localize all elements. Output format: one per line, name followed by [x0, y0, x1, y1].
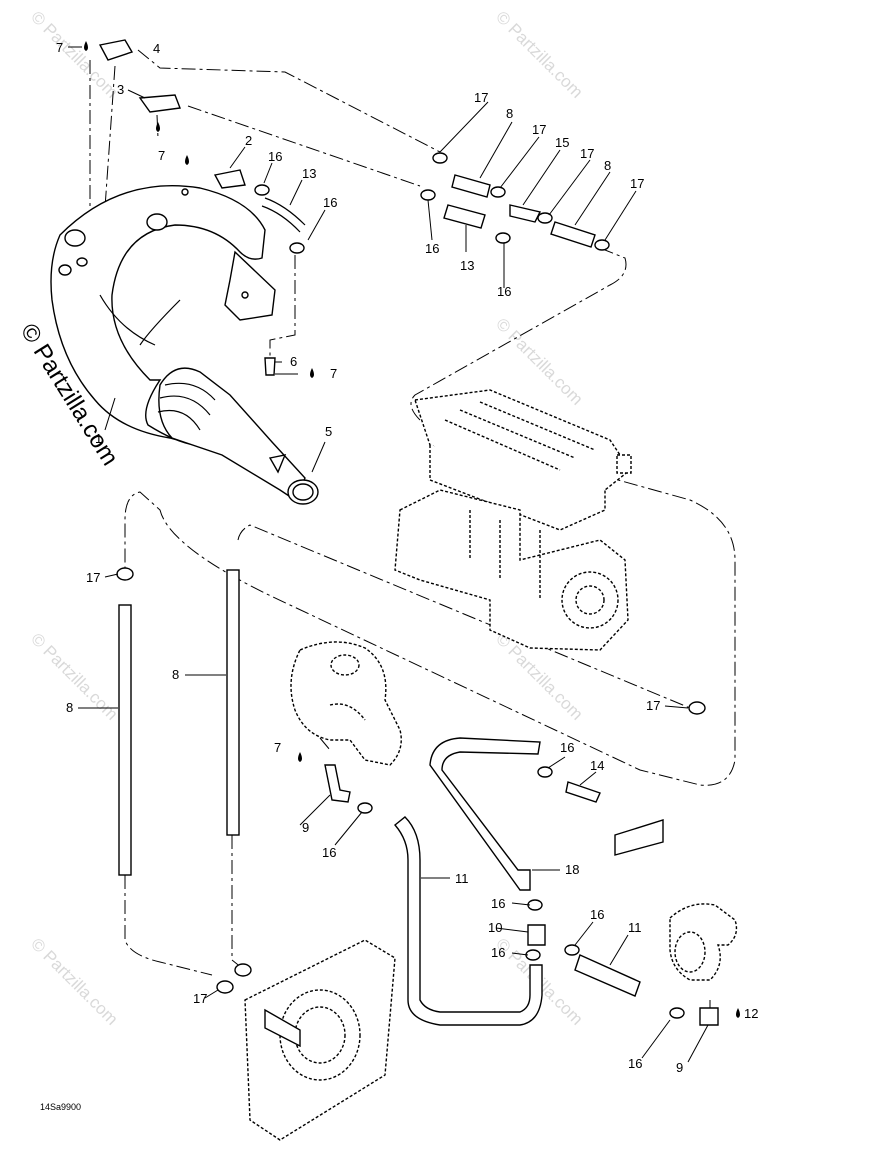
callout-17: 17 — [630, 176, 644, 191]
bailer-outlet-outline — [669, 903, 738, 981]
watermark: © Partzilla.com — [27, 629, 121, 723]
callout-17: 17 — [580, 146, 594, 161]
callout-16: 16 — [560, 740, 574, 755]
callout-11: 11 — [455, 871, 469, 886]
callout-8: 8 — [604, 158, 611, 173]
callout-labels: 7 4 3 7 2 16 13 16 6 7 1 5 17 8 17 15 17… — [56, 40, 758, 1075]
callout-3: 3 — [117, 82, 124, 97]
callout-16: 16 — [322, 845, 336, 860]
callout-7: 7 — [56, 40, 63, 55]
callout-17: 17 — [86, 570, 100, 585]
callout-8: 8 — [506, 106, 513, 121]
callout-17: 17 — [532, 122, 546, 137]
oil-drop-icon — [185, 155, 189, 165]
callout-10: 10 — [488, 920, 502, 935]
callout-16: 16 — [628, 1056, 642, 1071]
ride-plate-outline — [244, 939, 396, 1141]
oil-drop-icon — [736, 1008, 740, 1018]
callout-4: 4 — [153, 41, 160, 56]
clamp-parts — [116, 152, 706, 1019]
exhaust-pipe-part — [50, 185, 276, 446]
callout-15: 15 — [555, 135, 569, 150]
callout-7: 7 — [158, 148, 165, 163]
callout-16: 16 — [268, 149, 282, 164]
callout-18: 18 — [565, 862, 579, 877]
oil-drop-icon — [84, 41, 88, 51]
callout-17: 17 — [474, 90, 488, 105]
watermark: © Partzilla.com — [27, 934, 121, 1028]
callout-1: 1 — [95, 431, 102, 446]
callout-9: 9 — [676, 1060, 683, 1075]
hose-parts-top — [261, 174, 596, 248]
callout-16: 16 — [323, 195, 337, 210]
callout-17: 17 — [193, 991, 207, 1006]
long-hoses-left — [118, 569, 240, 876]
drawing-code: 14Sa9900 — [40, 1102, 81, 1112]
callout-16: 16 — [590, 907, 604, 922]
watermark: © Partzilla.com — [492, 7, 586, 101]
oil-drop-icon — [156, 122, 160, 132]
muffler-part — [157, 367, 319, 505]
callout-6: 6 — [290, 354, 297, 369]
oil-drop-icon — [298, 752, 302, 762]
fitting-parts — [98, 39, 719, 1026]
callout-11: 11 — [628, 920, 642, 935]
callout-14: 14 — [590, 758, 604, 773]
callout-13: 13 — [302, 166, 316, 181]
engine-outline — [394, 389, 632, 651]
callout-2: 2 — [245, 133, 252, 148]
callout-17: 17 — [646, 698, 660, 713]
watermark: © Partzilla.com — [492, 314, 586, 408]
callout-7: 7 — [274, 740, 281, 755]
callout-5: 5 — [325, 424, 332, 439]
callout-13: 13 — [460, 258, 474, 273]
callout-16: 16 — [497, 284, 511, 299]
callout-9: 9 — [302, 820, 309, 835]
callout-16: 16 — [491, 896, 505, 911]
callout-16: 16 — [425, 241, 439, 256]
oil-drop-icon — [310, 368, 314, 378]
callout-12: 12 — [744, 1006, 758, 1021]
callout-8: 8 — [66, 700, 73, 715]
sealant-drop-icons — [84, 41, 740, 1018]
pump-housing-outline — [290, 641, 402, 766]
callout-8: 8 — [172, 667, 179, 682]
hose-routing-lines — [89, 49, 736, 1012]
bent-hoses — [393, 737, 641, 1026]
callout-7: 7 — [330, 366, 337, 381]
callout-16: 16 — [491, 945, 505, 960]
leader-lines — [68, 46, 709, 1063]
